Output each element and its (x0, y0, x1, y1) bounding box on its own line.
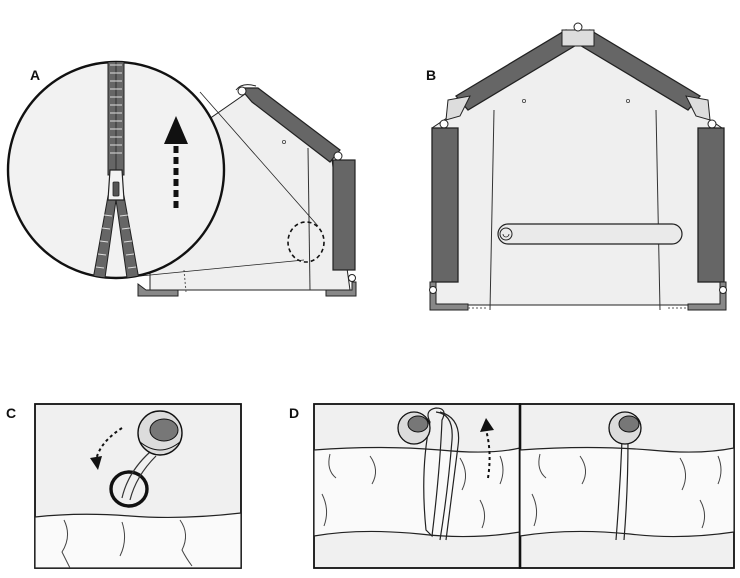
panel-label-d: D (289, 405, 300, 421)
panel-label-b: B (426, 67, 437, 83)
panel-c (34, 403, 242, 569)
ball-bungee-icon (137, 410, 183, 456)
rolled-door (497, 223, 683, 245)
zipper-magnifier (6, 60, 226, 280)
panel-d-right (518, 403, 735, 569)
panel-label-a: A (30, 67, 41, 83)
up-arrow-icon (164, 116, 188, 212)
panel-d-left (313, 403, 521, 569)
curved-arrow-icon (90, 427, 123, 470)
panel-b-shelter (429, 22, 727, 311)
zipper-pull-icon (107, 169, 125, 201)
panel-label-c: C (6, 405, 17, 421)
